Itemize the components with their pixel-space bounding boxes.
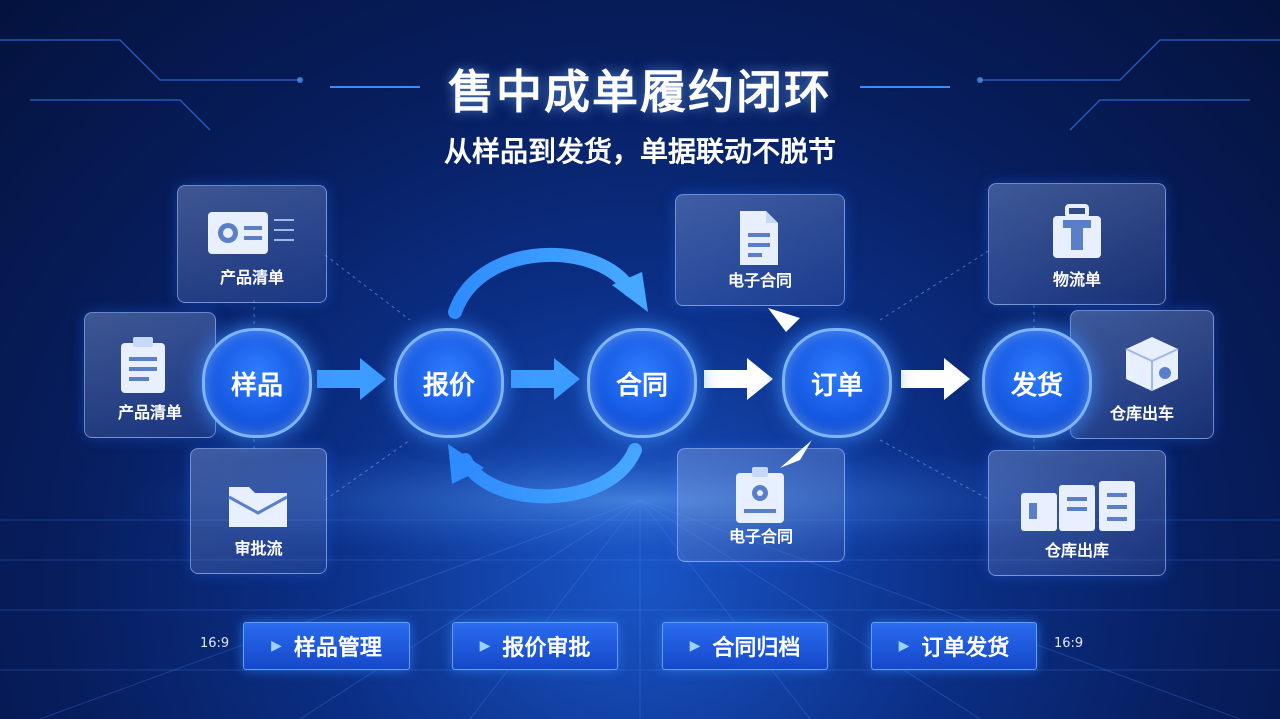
- card-label: 电子合同: [727, 271, 792, 290]
- node-contract[interactable]: 合同: [587, 328, 697, 438]
- card-label: 产品清单: [117, 403, 182, 422]
- button-label: 订单发货: [921, 636, 1010, 661]
- node-ship[interactable]: 发货: [982, 328, 1092, 438]
- card-mid-right: 仓库出车: [1070, 310, 1214, 439]
- button-label: 样品管理: [293, 636, 382, 661]
- play-icon: ▶: [898, 638, 910, 654]
- toolbox-icon: [1053, 204, 1101, 258]
- aspect-ratio-left: 16:9: [200, 636, 230, 651]
- card-label: 电子合同: [728, 527, 793, 546]
- button-label: 报价审批: [502, 636, 591, 661]
- card-label: 产品清单: [219, 268, 284, 287]
- card-top-center: 电子合同: [675, 194, 845, 306]
- node-samples[interactable]: 样品: [202, 328, 312, 438]
- card-bottom-left: 审批流: [190, 448, 327, 574]
- folder-icon: [228, 487, 288, 527]
- play-icon: ▶: [689, 638, 701, 654]
- arrow-quote-to-contract: [511, 358, 580, 400]
- card-label: 审批流: [234, 539, 283, 558]
- play-icon: ▶: [479, 638, 491, 654]
- title-decoration-right: [860, 86, 950, 88]
- button-samples-management[interactable]: ▶ 样品管理: [243, 622, 410, 670]
- button-label: 合同归档: [712, 636, 801, 661]
- button-contract-archive[interactable]: ▶ 合同归档: [662, 622, 828, 670]
- clipboard-icon: [121, 337, 165, 393]
- id-card-icon: [208, 212, 294, 254]
- arrow-samples-to-quote: [317, 358, 386, 400]
- cycle-arc-bottom-head: [448, 444, 484, 484]
- page-title: 售中成单履约闭环: [448, 65, 832, 119]
- button-order-shipping[interactable]: ▶ 订单发货: [871, 622, 1037, 670]
- card-bottom-right: 仓库出库: [988, 450, 1166, 576]
- button-quote-approval[interactable]: ▶ 报价审批: [452, 622, 618, 670]
- arrow-contract-to-order: [704, 358, 773, 400]
- card-mid-left: 产品清单: [84, 312, 216, 438]
- connector-arrow-top: [768, 308, 800, 332]
- node-quote[interactable]: 报价: [394, 328, 504, 438]
- card-top-right: 物流单: [988, 183, 1166, 305]
- node-order[interactable]: 订单: [782, 328, 892, 438]
- document-icon: [740, 211, 778, 265]
- card-label: 仓库出车: [1109, 404, 1174, 423]
- arrow-order-to-ship: [901, 358, 970, 400]
- cycle-arc-top: [448, 247, 637, 319]
- play-icon: ▶: [271, 638, 282, 654]
- card-bottom-center: 电子合同: [677, 448, 845, 562]
- card-label: 仓库出库: [1044, 541, 1109, 560]
- badge-icon: [736, 467, 784, 523]
- warehouse-icon: [1021, 481, 1135, 531]
- page-subtitle: 从样品到发货，单据联动不脱节: [443, 135, 836, 168]
- aspect-ratio-right: 16:9: [1054, 636, 1084, 651]
- title-decoration-left: [330, 86, 420, 88]
- cycle-arc-top-head: [612, 272, 648, 312]
- cycle-arc-bottom: [458, 443, 642, 504]
- card-label: 物流单: [1052, 270, 1101, 289]
- card-top-left: 产品清单: [177, 185, 327, 303]
- box-icon: [1125, 337, 1179, 391]
- connector-arrow-bottom: [780, 440, 812, 468]
